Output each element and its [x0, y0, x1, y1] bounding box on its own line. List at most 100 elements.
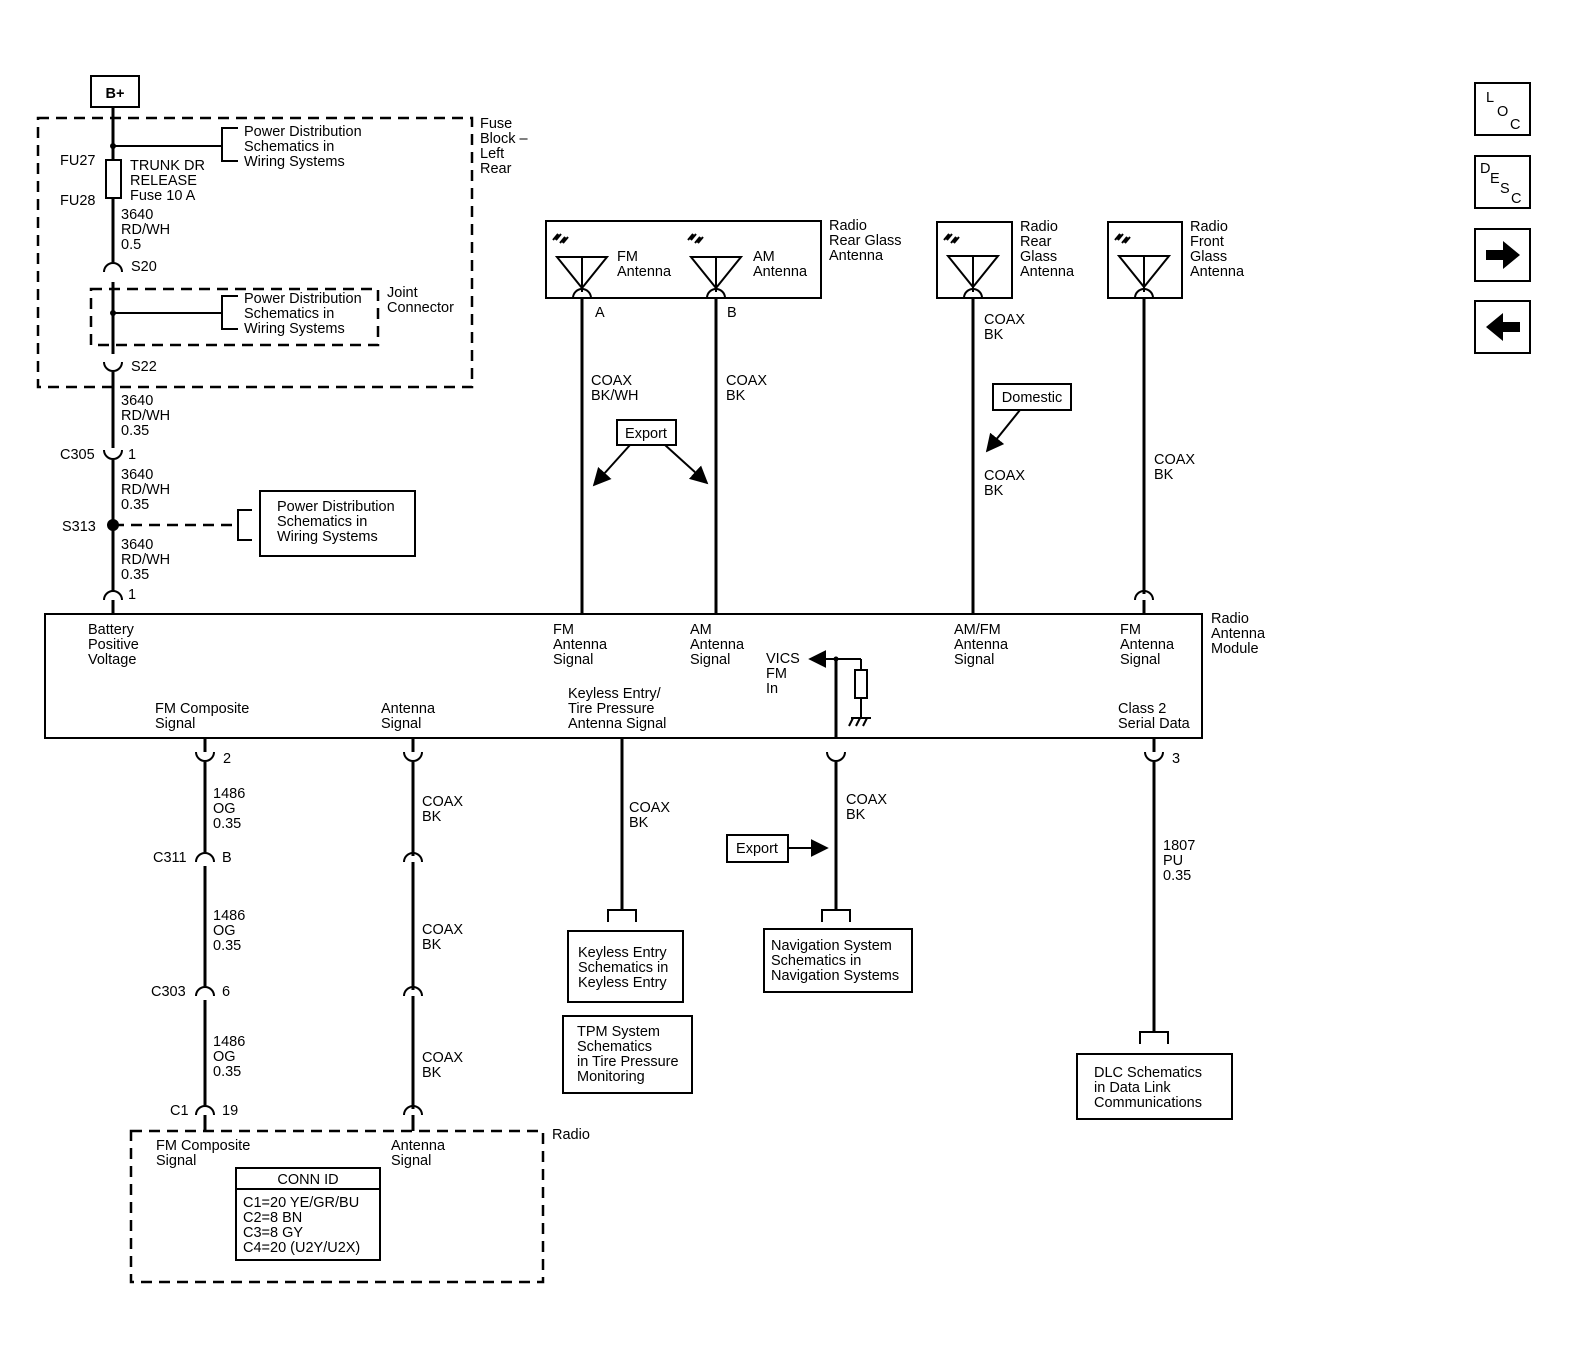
radio-antenna-signal: Antenna Signal	[391, 1138, 449, 1169]
forward-button[interactable]	[1474, 228, 1531, 282]
loc-button[interactable]: L O C	[1474, 82, 1531, 136]
pin-a-label: A	[595, 305, 605, 321]
svg-text:3: 3	[1172, 751, 1180, 767]
module-pin1-connector	[103, 590, 123, 601]
pin-b-label: B	[727, 305, 737, 321]
fm-composite-signal: FM Composite Signal	[155, 701, 253, 732]
wire-3640-035-c: 3640 RD/WH 0.35	[121, 537, 174, 583]
svg-text:2: 2	[223, 751, 231, 767]
radio-fm-composite-signal: FM Composite Signal	[156, 1138, 254, 1169]
amfm-antenna-icon	[943, 233, 1001, 292]
antennas: Radio Rear Glass Antenna FM Antenna AM A…	[545, 218, 1245, 614]
svg-text:TPM System Schematics: TPM System Schematics in Tire Pressure M…	[577, 1024, 683, 1085]
svg-text:S: S	[1500, 181, 1510, 197]
svg-text:19: 19	[222, 1103, 238, 1119]
ref-power-distribution-2: Power Distribution Schematics in Wiring …	[244, 291, 366, 337]
svg-text:Keyless Entry Schematics: Keyless Entry Schematics in Keyless Entr…	[578, 945, 672, 991]
c311-connector	[195, 852, 215, 863]
svg-text:Domestic: Domestic	[1002, 390, 1062, 406]
export-callout-2	[726, 834, 789, 863]
conn-id-row: C2=8 BN	[243, 1210, 302, 1226]
svg-text:DLC Schematics in Data L: DLC Schematics in Data Link Communicatio…	[1094, 1065, 1206, 1111]
coax-bk-nav: COAX BK	[846, 792, 891, 823]
conn-id-row: C3=8 GY	[243, 1225, 303, 1241]
conn-id-title: CONN ID	[277, 1172, 338, 1188]
rear-glass-antenna-2-label: Radio Rear Glass Antenna	[1020, 219, 1075, 280]
wire-3640-035-b: 3640 RD/WH 0.35	[121, 467, 174, 513]
wire-1486-a: 1486 OG 0.35	[213, 786, 249, 832]
radio-label: Radio	[552, 1127, 590, 1143]
rear-glass-antenna-label: Radio Rear Glass Antenna	[829, 218, 906, 264]
fm-antenna-label: FM Antenna	[617, 249, 672, 280]
coax-bk-c: COAX BK	[422, 1050, 467, 1081]
c305-pin: 1	[128, 447, 136, 463]
svg-text:E: E	[1490, 171, 1500, 187]
svg-text:O: O	[1497, 104, 1508, 120]
am-antenna-signal: AM Antenna Signal	[690, 622, 748, 668]
arrow-left-icon	[1486, 313, 1520, 341]
bplus-box	[90, 75, 140, 108]
vics-fm-in: VICS FM In	[766, 651, 804, 697]
module-label: Radio Antenna Module	[1211, 611, 1269, 657]
fu27-label: FU27	[60, 153, 95, 169]
svg-text:Power Distribution Schem: Power Distribution Schematics in Wiring …	[277, 499, 399, 545]
coax-bk-a: COAX BK	[422, 794, 467, 825]
fuse-name: TRUNK DR RELEASE Fuse 10 A	[130, 158, 209, 204]
fuse-symbol	[105, 159, 122, 199]
wire-1486-b: 1486 OG 0.35	[213, 908, 249, 954]
ref-power-distribution-3[interactable]	[259, 490, 416, 557]
class2-serial-data: Class 2 Serial Data	[1118, 701, 1191, 732]
bplus-label: B+	[106, 86, 125, 102]
fu28-label: FU28	[60, 193, 95, 209]
s22-connector	[103, 361, 123, 372]
svg-text:6: 6	[222, 984, 230, 1000]
wire-1807: 1807 PU 0.35	[1163, 838, 1199, 884]
radio: Radio FM Composite Signal Antenna Signal…	[129, 1127, 590, 1284]
antenna-signal: Antenna Signal	[381, 701, 439, 732]
module-pin1-label: 1	[128, 587, 136, 603]
back-button[interactable]	[1474, 300, 1531, 354]
am-coax-label: COAX BK	[726, 373, 771, 404]
keyless-tpms-signal: Keyless Entry/ Tire Pressure Antenna Sig…	[568, 686, 666, 732]
c1-connector	[195, 1105, 215, 1116]
power-feed: B+ Fuse Block – Left Rear FU27 FU28 TRUN…	[36, 75, 532, 614]
dlc-reference[interactable]	[1076, 1053, 1233, 1120]
amfm-antenna-signal: AM/FM Antenna Signal	[954, 622, 1012, 668]
ref-power-distribution-1: Power Distribution Schematics in Wiring …	[244, 124, 366, 170]
joint-connector-outline	[89, 287, 380, 347]
pin2-connector	[195, 751, 215, 762]
svg-text:B: B	[222, 850, 232, 866]
front-coax-label: COAX BK	[1154, 452, 1199, 483]
svg-text:Export: Export	[625, 426, 667, 442]
fuse-block-label: Fuse Block – Left Rear	[480, 116, 532, 177]
amfm-coax-label-2: COAX BK	[984, 468, 1029, 499]
front-fm-antenna-icon	[1114, 233, 1172, 292]
desc-button[interactable]: D E S C	[1474, 155, 1531, 209]
tpm-system-reference[interactable]	[562, 1015, 693, 1094]
pin3-connector	[1144, 751, 1164, 762]
module-box	[44, 613, 1203, 739]
s313-label: S313	[62, 519, 96, 535]
c305-label: C305	[60, 447, 95, 463]
navigation-system-reference[interactable]	[763, 928, 913, 993]
front-fm-antenna-signal: FM Antenna Signal	[1120, 622, 1178, 668]
battery-positive-voltage: Battery Positive Voltage	[88, 622, 143, 668]
fm-antenna-signal: FM Antenna Signal	[553, 622, 611, 668]
fm-coax-label: COAX BK/WH	[591, 373, 639, 404]
radio-antenna-module: Radio Antenna Module Battery Positive Vo…	[44, 611, 1269, 739]
fm-antenna-icon	[552, 233, 610, 292]
svg-text:Export: Export	[736, 841, 778, 857]
conn-id-table: CONN ID C1=20 YE/GR/BU C2=8 BN C3=8 GY C…	[235, 1167, 381, 1261]
conn-id-row: C4=20 (U2Y/U2X)	[243, 1240, 360, 1256]
amfm-coax-label-1: COAX BK	[984, 312, 1029, 343]
s20-connector	[103, 262, 123, 273]
wire-3640-035-a: 3640 RD/WH 0.35	[121, 393, 174, 439]
keyless-entry-reference[interactable]	[567, 930, 684, 1003]
svg-text:C303: C303	[151, 984, 186, 1000]
s22-label: S22	[131, 359, 157, 375]
svg-text:C: C	[1510, 117, 1520, 133]
svg-text:D: D	[1480, 161, 1490, 177]
joint-connector-label: Joint Connector	[387, 285, 454, 316]
svg-text:C1: C1	[170, 1103, 189, 1119]
fuse-block-outline	[36, 116, 474, 389]
